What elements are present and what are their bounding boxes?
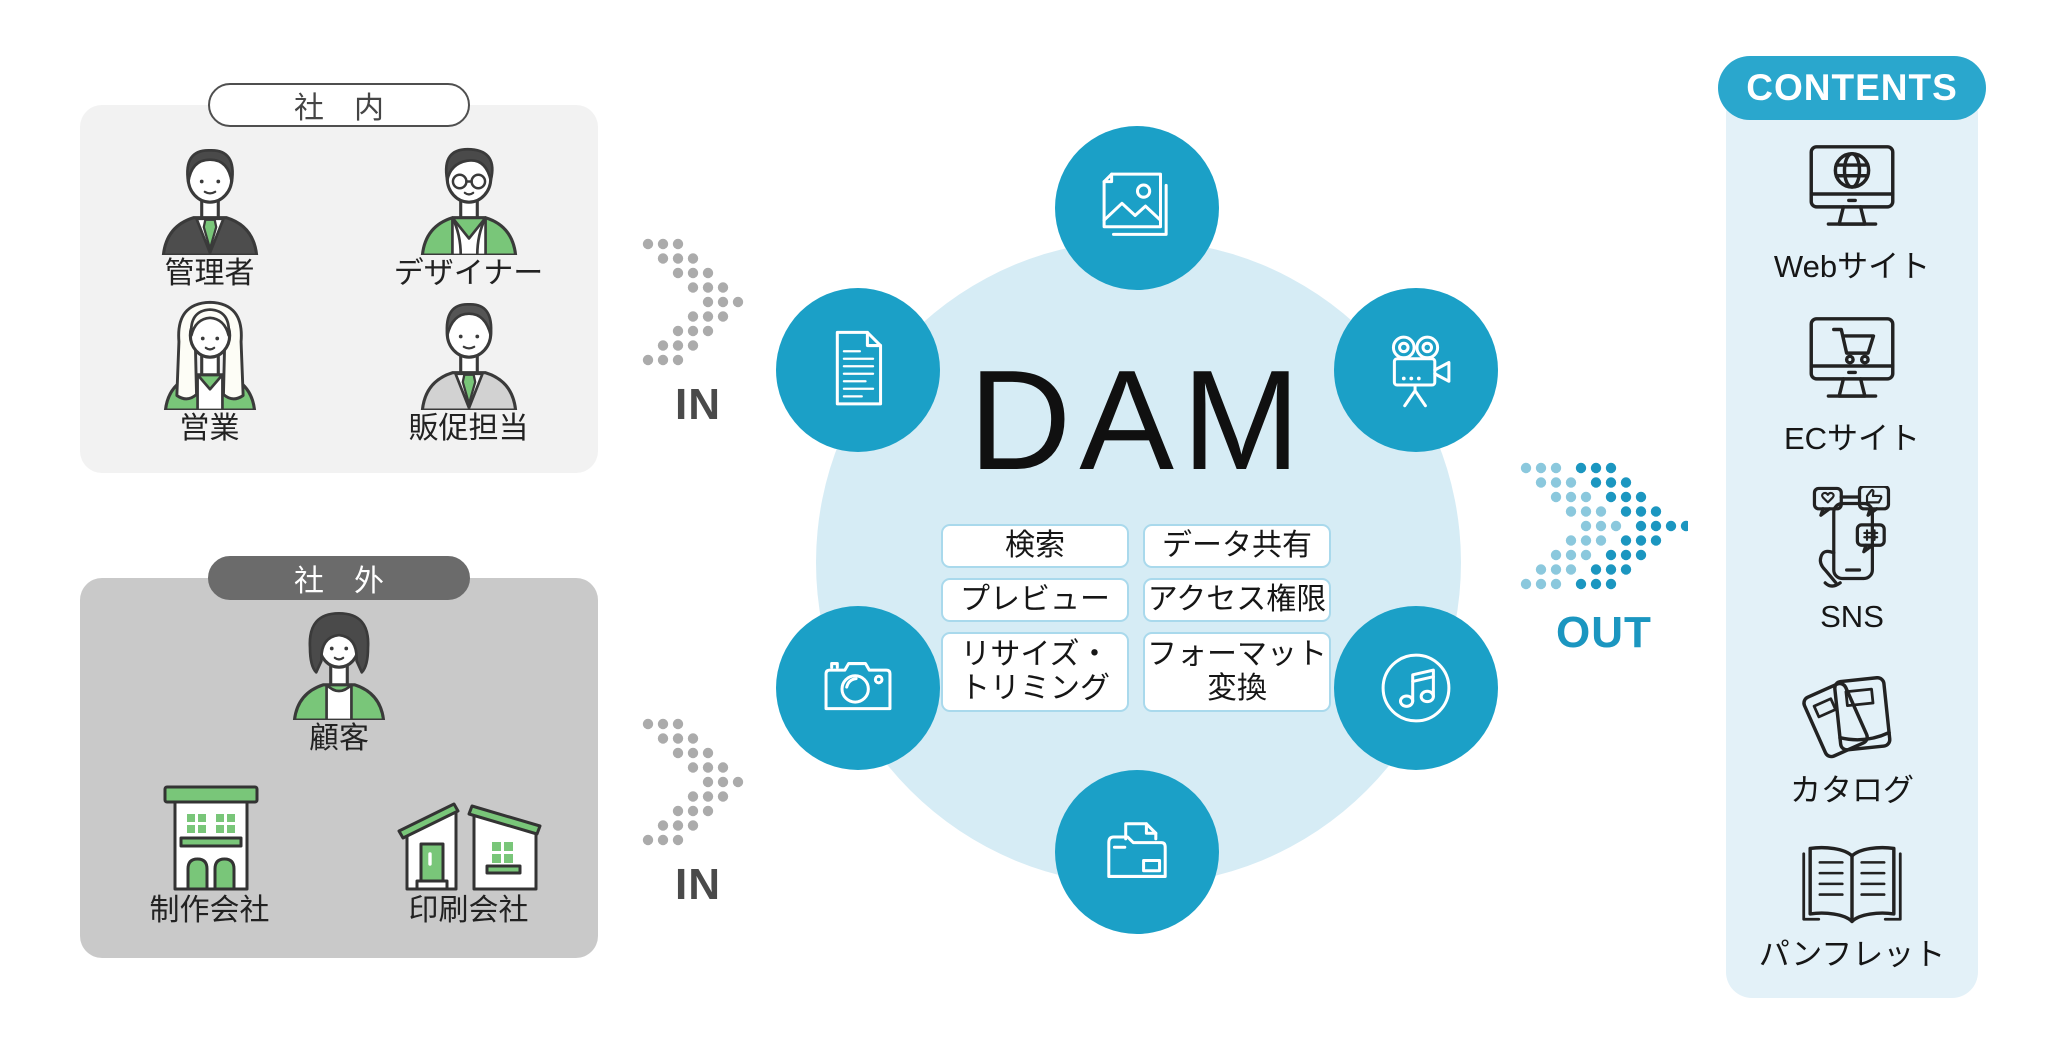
external-companies: 制作会社	[80, 784, 598, 927]
website-monitor-icon	[1793, 142, 1911, 246]
in-arrow-bottom: IN	[642, 718, 754, 910]
designer-avatar	[406, 139, 532, 255]
feature-format-conversion: フォーマット 変換	[1143, 632, 1331, 712]
contents-item-pamphlet: パンフレット	[1758, 838, 1946, 973]
out-arrow: OUT	[1520, 462, 1688, 658]
internal-group-label: 社 内	[208, 83, 470, 127]
camera-asset-circle	[776, 606, 940, 770]
folder-icon	[1090, 805, 1184, 899]
music-asset-circle	[1334, 606, 1498, 770]
member-label: デザイナー	[393, 257, 544, 290]
image-icon	[1090, 161, 1184, 255]
production-company-building-icon	[135, 784, 285, 892]
out-arrow-dots-icon	[1520, 462, 1688, 590]
contents-items: Webサイト ECサイト	[1726, 142, 1978, 972]
member-label: 顧客	[309, 722, 369, 755]
printing-company-building-icon	[394, 784, 544, 892]
dam-title: DAM	[968, 341, 1309, 500]
pamphlet-open-book-icon	[1793, 838, 1911, 934]
contents-item-catalog: カタログ	[1790, 664, 1914, 808]
member-sales: 営業	[147, 294, 273, 445]
customer-avatar	[276, 604, 402, 720]
contents-item-sns: SNS	[1793, 486, 1911, 634]
feature-preview: プレビュー	[941, 578, 1129, 622]
member-label: 営業	[179, 412, 240, 445]
in-arrow-dots-icon	[642, 238, 744, 366]
in-label: IN	[675, 860, 721, 909]
ec-site-monitor-icon	[1793, 314, 1911, 418]
contents-item-website: Webサイト	[1774, 142, 1930, 284]
document-icon	[811, 323, 905, 417]
member-production-company: 制作会社	[135, 784, 285, 927]
member-promotion: 販促担当	[406, 294, 532, 445]
contents-panel	[1726, 88, 1978, 998]
member-designer: デザイナー	[394, 139, 543, 290]
contents-item-label: Webサイト	[1773, 249, 1931, 284]
catalog-books-icon	[1793, 664, 1911, 770]
document-asset-circle	[776, 288, 940, 452]
contents-item-label: パンフレット	[1758, 937, 1946, 973]
member-manager: 管理者	[147, 139, 273, 290]
feature-resize-trimming: リサイズ・ トリミング	[941, 632, 1129, 712]
contents-item-label: カタログ	[1790, 773, 1914, 809]
sales-avatar	[147, 294, 273, 410]
video-camera-icon	[1369, 323, 1463, 417]
external-group-box: 社 外 顧客	[80, 556, 598, 958]
feature-data-sharing: データ共有	[1143, 524, 1331, 568]
internal-members: 管理者	[80, 139, 598, 445]
contents-item-label: SNS	[1820, 599, 1884, 635]
sns-phone-icon	[1793, 486, 1911, 596]
photo-camera-icon	[811, 641, 905, 735]
member-label: 印刷会社	[408, 894, 529, 927]
in-label: IN	[675, 380, 721, 429]
external-group-label: 社 外	[208, 556, 470, 600]
in-arrow-top: IN	[642, 238, 754, 430]
feature-access-rights: アクセス権限	[1143, 578, 1331, 622]
member-label: 販促担当	[408, 412, 529, 445]
out-label: OUT	[1556, 608, 1652, 657]
folder-asset-circle	[1055, 770, 1219, 934]
dam-feature-grid: 検索 プレビュー リサイズ・ トリミング データ共有 アクセス権限 フォーマット…	[941, 524, 1331, 712]
internal-group-box: 社 内	[80, 83, 598, 473]
image-asset-circle	[1055, 126, 1219, 290]
manager-avatar	[147, 139, 273, 255]
feature-search: 検索	[941, 524, 1129, 568]
video-asset-circle	[1334, 288, 1498, 452]
member-label: 管理者	[164, 257, 255, 290]
in-arrow-dots-icon	[642, 718, 744, 846]
music-icon	[1369, 641, 1463, 735]
contents-item-label: ECサイト	[1783, 421, 1921, 457]
member-label: 制作会社	[149, 894, 270, 927]
external-customer: 顧客	[80, 604, 598, 755]
contents-header: CONTENTS	[1718, 56, 1986, 120]
member-printing-company: 印刷会社	[394, 784, 544, 927]
contents-item-ec-site: ECサイト	[1784, 314, 1920, 456]
promotion-avatar	[406, 294, 532, 410]
